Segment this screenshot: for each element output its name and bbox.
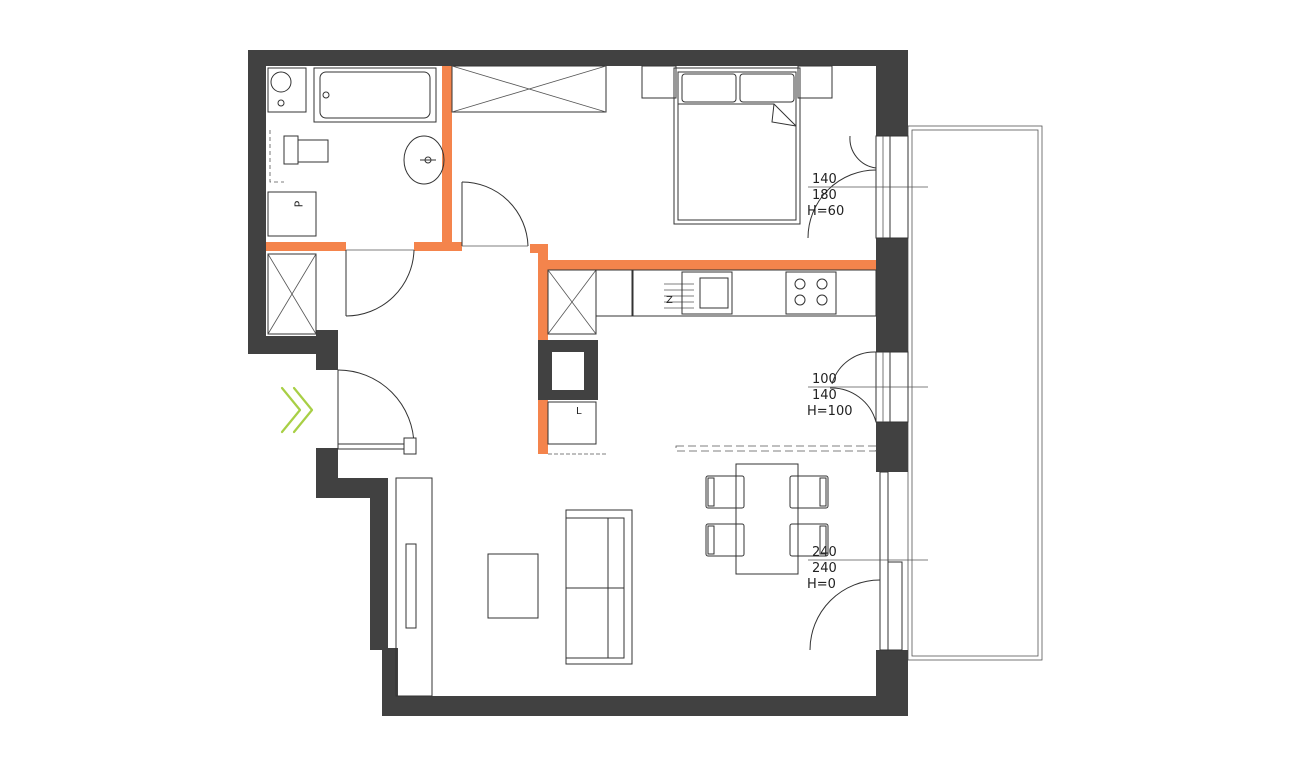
double-bed <box>641 65 833 225</box>
cooktop <box>785 271 837 315</box>
chair <box>789 475 829 509</box>
kitchen-counter <box>595 269 877 317</box>
dishwasher-mark: Z <box>666 295 673 306</box>
window-height: 180 <box>812 188 837 203</box>
kitchen <box>538 269 877 455</box>
coffee-table <box>487 553 539 619</box>
sofa <box>565 509 633 665</box>
chair <box>705 475 745 509</box>
fridge <box>547 401 597 445</box>
dining-set <box>705 463 829 575</box>
living-room <box>395 477 633 697</box>
window-sill-height: H=100 <box>807 404 853 419</box>
toilet <box>283 135 299 165</box>
nightstand-left <box>641 65 677 99</box>
doors <box>337 181 881 651</box>
wash-basin <box>403 135 445 185</box>
chair <box>789 523 829 557</box>
window-width: 140 <box>812 172 837 187</box>
washer-cabinet <box>267 191 317 237</box>
dining-table <box>735 463 799 575</box>
chair <box>705 523 745 557</box>
bathroom-fixtures <box>267 67 445 335</box>
entrance-door <box>337 369 415 447</box>
window-width: 100 <box>812 372 837 387</box>
window-height: 240 <box>812 561 837 576</box>
washing-machine <box>267 67 307 113</box>
window-sill-height: H=60 <box>807 204 845 219</box>
kitchen-sink <box>681 271 733 315</box>
window-height: 140 <box>812 388 837 403</box>
bathtub <box>313 67 437 123</box>
window-width: 240 <box>812 545 837 560</box>
hall-wardrobe <box>395 477 433 697</box>
fridge-mark: L <box>576 406 582 417</box>
window-sill-height: H=0 <box>807 577 836 592</box>
balcony <box>907 125 1043 661</box>
nightstand-right <box>797 65 833 99</box>
pillow <box>739 73 795 103</box>
double-chevron-right-icon <box>280 386 314 434</box>
bedroom-wardrobe <box>451 65 607 113</box>
washer-mark: P <box>292 200 306 208</box>
vent-shaft <box>267 253 317 335</box>
pillow <box>681 73 737 103</box>
exterior-walls <box>248 50 908 716</box>
windows <box>807 135 928 651</box>
